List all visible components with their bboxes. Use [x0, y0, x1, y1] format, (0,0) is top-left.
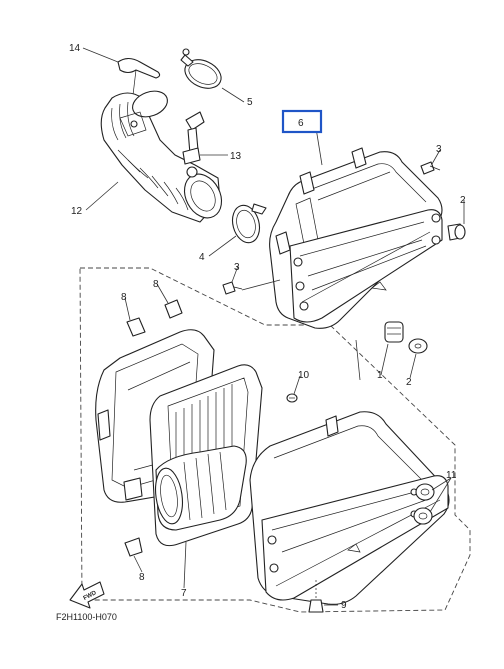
part-12-intake-duct: [100, 90, 223, 223]
callout-14: 14: [69, 43, 81, 54]
callout-8-a: 8: [121, 292, 127, 303]
callout-2-upper: 2: [460, 195, 466, 206]
part-2-washer-upper: [447, 223, 466, 241]
part-8-clip-a: [126, 317, 146, 337]
part-4-clamp: [231, 203, 267, 244]
part-13-fitting: [182, 111, 205, 178]
part-11-grommet-b: [413, 507, 433, 525]
callout-12: 12: [71, 206, 83, 217]
callout-11: 11: [446, 470, 457, 481]
part-1-grommet: [384, 321, 404, 343]
callout-13: 13: [230, 151, 242, 162]
part-3-bolt-upper: [420, 161, 441, 175]
callout-2-lower: 2: [406, 377, 412, 388]
part-8-clip-b: [164, 299, 183, 319]
fwd-arrow: FWD: [69, 581, 105, 609]
part-8-clip-c: [124, 537, 143, 557]
callout-7: 7: [181, 588, 187, 599]
callout-6: 6: [298, 118, 304, 129]
part-9-drain-plug: [308, 580, 324, 613]
callout-8-c: 8: [139, 572, 145, 583]
callout-10: 10: [298, 370, 310, 381]
callout-8-b: 8: [153, 279, 159, 290]
lower-case-cover: [249, 411, 450, 605]
part-5-clamp: [180, 48, 222, 89]
callout-4: 4: [199, 252, 205, 263]
callout-3-lower: 3: [234, 262, 240, 273]
callout-5: 5: [247, 97, 253, 108]
part-2-washer-lower: [408, 338, 428, 354]
part-3-bolt-lower: [222, 281, 243, 295]
subassembly-dashed-outline: [79, 267, 471, 613]
callout-1: 1: [377, 370, 383, 381]
inner-funnel: [154, 445, 247, 531]
diagram-code: F2H1100-H070: [56, 612, 117, 622]
highlight-box-part-6[interactable]: [281, 109, 323, 134]
leader-lines: [82, 47, 465, 606]
part-6-case-cover: [269, 147, 443, 329]
part-10-screw: [286, 393, 298, 403]
callout-9: 9: [341, 600, 347, 611]
part-11-grommet-a: [415, 483, 435, 501]
callout-3-upper: 3: [436, 144, 442, 155]
